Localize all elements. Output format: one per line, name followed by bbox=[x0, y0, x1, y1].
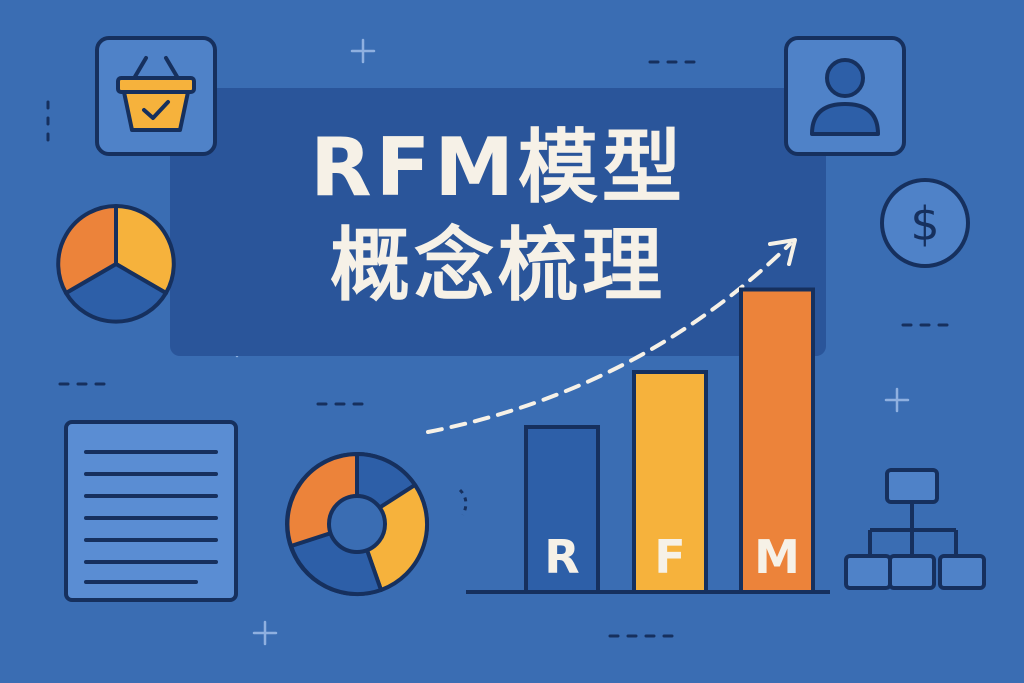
title-panel: RFM模型 概念梳理 bbox=[170, 88, 826, 356]
bar-label-m: M bbox=[754, 530, 800, 584]
svg-text:$: $ bbox=[910, 197, 939, 251]
title-line-1: RFM模型 bbox=[310, 121, 686, 214]
bar-f bbox=[632, 370, 708, 594]
bar-label-r: R bbox=[544, 530, 580, 584]
bar-m bbox=[739, 287, 815, 594]
bar-label-f: F bbox=[654, 530, 686, 584]
bar-r bbox=[524, 425, 600, 594]
dash-decoration bbox=[46, 60, 949, 638]
title-line-2: 概念梳理 bbox=[330, 219, 666, 312]
